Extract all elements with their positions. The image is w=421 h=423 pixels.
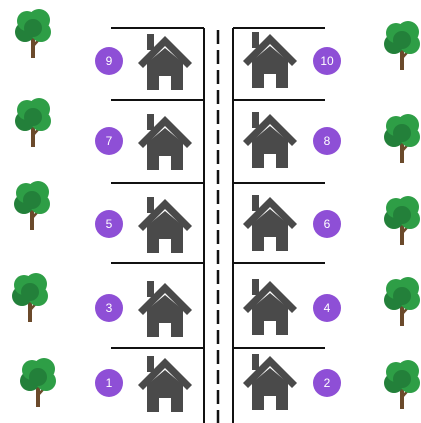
lot-left-1: 1 bbox=[95, 356, 192, 412]
house-icon bbox=[138, 356, 192, 412]
house-icon bbox=[243, 32, 297, 88]
lot-number-label: 5 bbox=[106, 217, 113, 231]
lot-number-label: 3 bbox=[106, 301, 113, 315]
lot-number-label: 10 bbox=[320, 54, 334, 68]
lot-number-badge: 2 bbox=[313, 369, 341, 397]
tree-icon bbox=[384, 196, 420, 245]
house-icon bbox=[243, 112, 297, 168]
tree-icon bbox=[384, 360, 420, 409]
lot-number-badge: 10 bbox=[313, 47, 341, 75]
lot-right-6: 6 bbox=[243, 195, 341, 251]
house-icon bbox=[138, 34, 192, 90]
lot-number-badge: 1 bbox=[95, 369, 123, 397]
lot-number-badge: 5 bbox=[95, 210, 123, 238]
house-icon bbox=[243, 354, 297, 410]
lot-left-5: 5 bbox=[95, 197, 192, 253]
tree-icon bbox=[384, 21, 420, 70]
tree-icon bbox=[14, 181, 50, 230]
tree-icon bbox=[384, 114, 420, 163]
lot-number-label: 2 bbox=[324, 376, 331, 390]
lot-number-label: 9 bbox=[106, 54, 113, 68]
tree-icon bbox=[384, 277, 420, 326]
lot-number-label: 7 bbox=[106, 134, 113, 148]
house-icon bbox=[243, 279, 297, 335]
tree-icon bbox=[15, 98, 51, 147]
lot-right-2: 2 bbox=[243, 354, 341, 410]
house-icon bbox=[243, 195, 297, 251]
lot-number-label: 6 bbox=[324, 217, 331, 231]
lot-right-8: 8 bbox=[243, 112, 341, 168]
lot-number-badge: 8 bbox=[313, 127, 341, 155]
lot-number-badge: 4 bbox=[313, 294, 341, 322]
lot-number-badge: 3 bbox=[95, 294, 123, 322]
lot-left-7: 7 bbox=[95, 114, 192, 170]
house-icon bbox=[138, 197, 192, 253]
house-icon bbox=[138, 281, 192, 337]
lot-number-badge: 9 bbox=[95, 47, 123, 75]
lot-left-9: 9 bbox=[95, 34, 192, 90]
lot-number-badge: 6 bbox=[313, 210, 341, 238]
lot-number-label: 4 bbox=[324, 301, 331, 315]
lot-number-badge: 7 bbox=[95, 127, 123, 155]
lot-number-label: 8 bbox=[324, 134, 331, 148]
lot-left-3: 3 bbox=[95, 281, 192, 337]
tree-icon bbox=[12, 273, 48, 322]
house-icon bbox=[138, 114, 192, 170]
lot-number-label: 1 bbox=[106, 376, 113, 390]
tree-icon bbox=[15, 9, 51, 58]
lot-right-10: 10 bbox=[243, 32, 341, 88]
tree-icon bbox=[20, 358, 56, 407]
lot-right-4: 4 bbox=[243, 279, 341, 335]
